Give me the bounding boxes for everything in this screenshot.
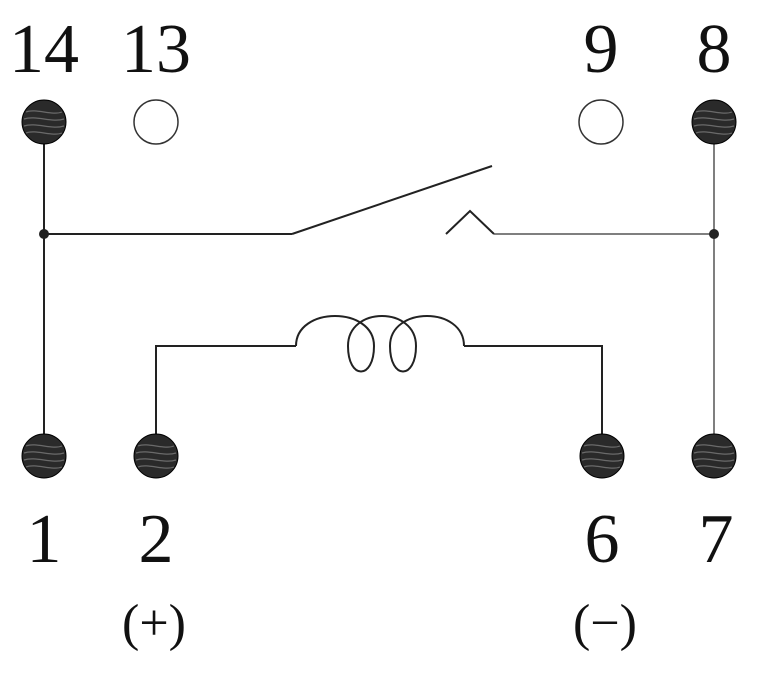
switch-blade — [291, 165, 493, 235]
pin-label-9: 9 — [584, 11, 619, 88]
coil-wire-left — [155, 345, 296, 456]
coil-wire-right — [464, 345, 603, 456]
junction-left — [39, 229, 49, 239]
pin-label-8: 8 — [697, 11, 732, 88]
pin-label-1: 1 — [27, 501, 62, 578]
fixed-contact — [445, 209, 495, 235]
pin-label-7: 7 — [699, 501, 734, 578]
terminal-13 — [133, 99, 179, 145]
pin-label-13: 13 — [121, 11, 191, 88]
pin-label-14: 14 — [9, 11, 79, 88]
junction-right — [709, 229, 719, 239]
pin-label-2: 2 — [139, 501, 174, 578]
pin-label-6: 6 — [585, 501, 620, 578]
terminal-14 — [21, 99, 67, 145]
polarity-plus-label: (+) — [122, 595, 186, 652]
terminal-1 — [21, 433, 67, 479]
polarity-minus-label: (−) — [573, 595, 637, 652]
terminal-7 — [691, 433, 737, 479]
terminal-6 — [579, 433, 625, 479]
terminal-9 — [578, 99, 624, 145]
terminal-2 — [133, 433, 179, 479]
terminal-8 — [691, 99, 737, 145]
coil-winding — [295, 315, 465, 373]
